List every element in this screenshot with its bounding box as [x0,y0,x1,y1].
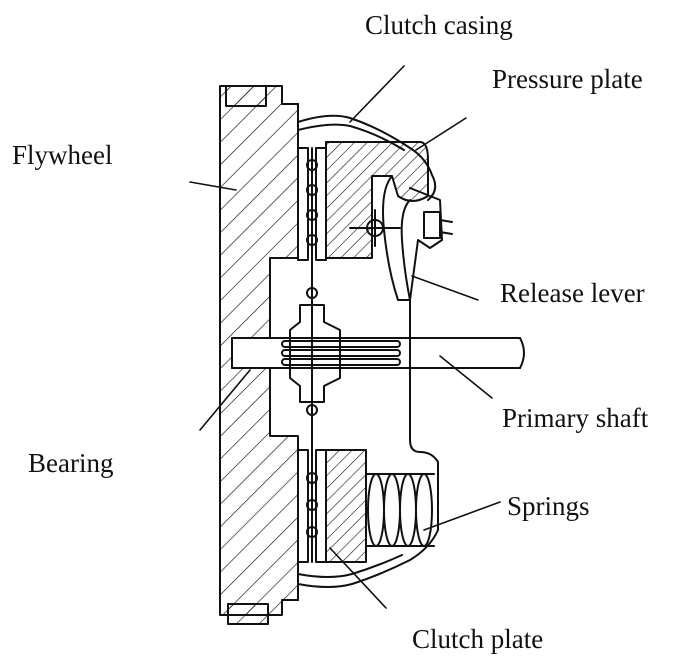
release-lever [382,175,411,301]
leader-springs [423,501,501,531]
leader-plate [329,547,387,609]
label-pressure-plate: Pressure plate [492,64,643,94]
label-flywheel: Flywheel [12,140,113,170]
clutch-casing-lower [297,371,439,601]
friction-facing-upper-right [315,147,327,261]
leader-release [411,275,479,301]
clutch-plate-hub [289,304,341,403]
primary-shaft-end [519,337,525,369]
label-primary-shaft: Primary shaft [502,403,649,433]
release-lever-pivot [349,209,401,247]
leader-casing [349,65,405,123]
coil-springs [365,473,435,547]
pressure-plate-upper [325,141,429,259]
label-clutch-plate: Clutch plate [412,624,544,654]
leader-pressure [415,117,467,151]
clutch-casing-lower-inner [297,554,403,578]
label-release-lever: Release lever [500,278,645,308]
label-springs: Springs [507,491,590,521]
flywheel-ring-gear-bottom [227,603,269,625]
pressure-plate-lower [325,449,367,563]
flywheel-ring-gear-top [225,85,267,107]
leader-flywheel [189,181,237,191]
label-bearing: Bearing [28,448,114,478]
shaft-splines [281,340,401,366]
friction-facing-upper-left [297,147,309,261]
leader-bearing [199,369,251,431]
release-bracket [409,187,443,301]
rivets [306,159,318,538]
label-clutch-casing: Clutch casing [365,10,513,40]
leader-shaft [439,355,493,399]
primary-shaft [231,337,521,369]
leader-lines [189,65,501,609]
